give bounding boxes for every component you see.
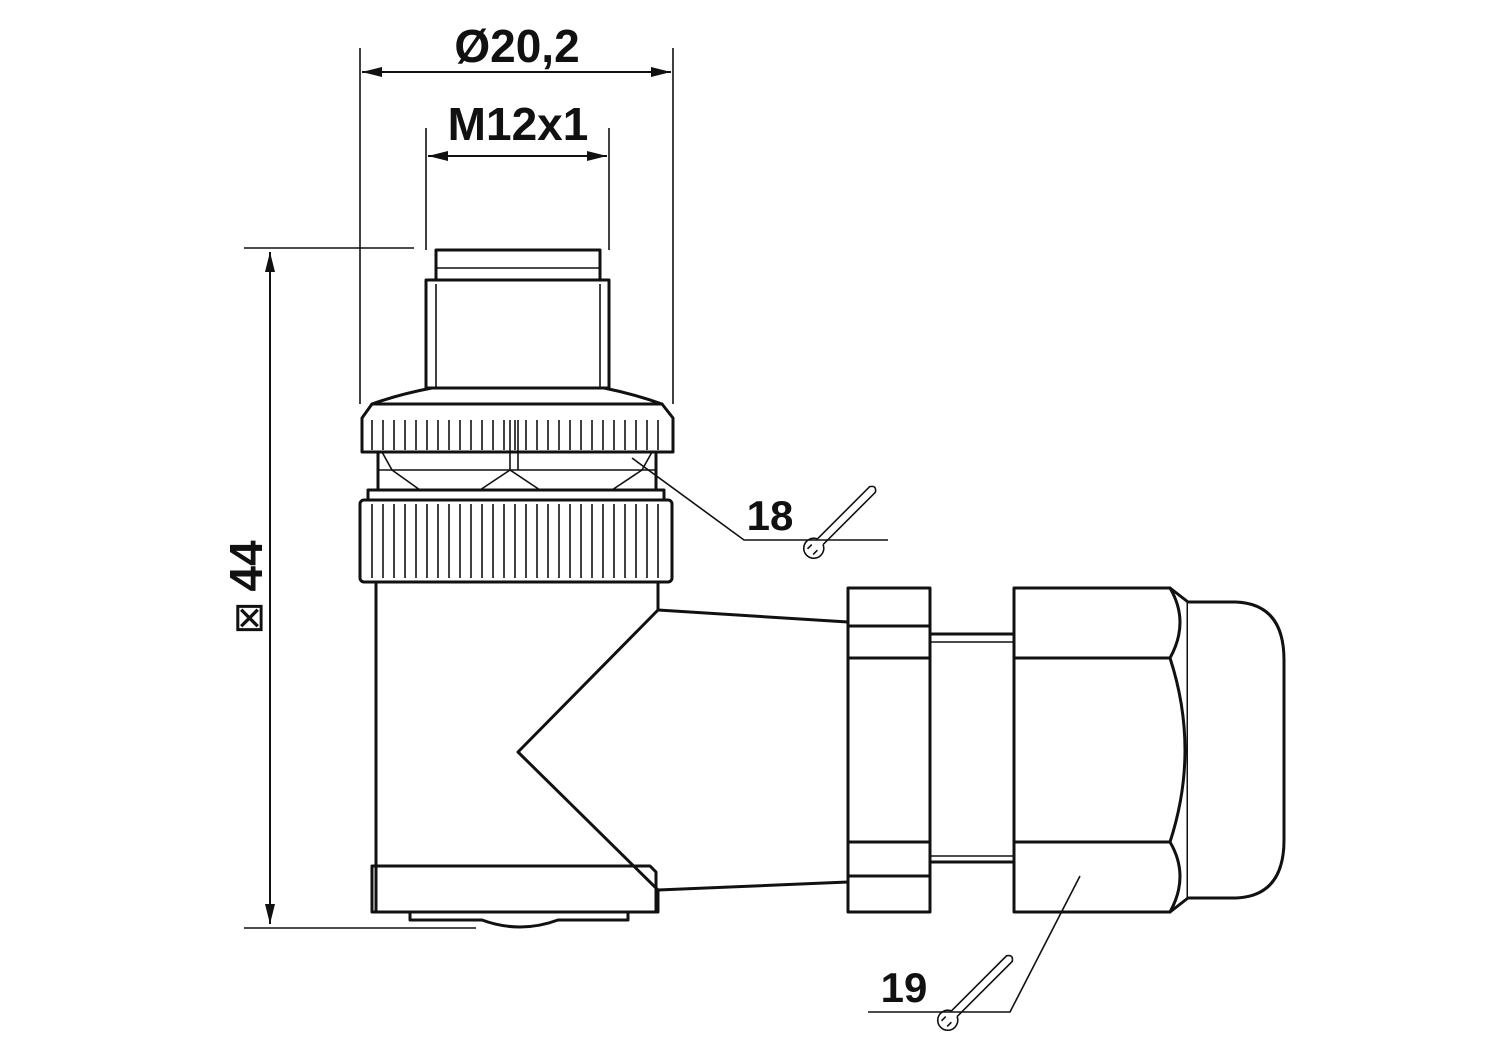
diameter-dimension: Ø20,2	[359, 20, 674, 404]
height-label: 44	[220, 540, 272, 592]
callout-19-label: 19	[881, 964, 928, 1011]
knurled-ring	[358, 488, 674, 584]
callout-18-label: 18	[747, 492, 794, 539]
diameter-label: Ø20,2	[454, 20, 579, 72]
knurl-top	[371, 420, 659, 450]
knurl-middle	[371, 504, 659, 578]
callout-18: 18	[631, 457, 888, 559]
angled-body	[370, 580, 850, 929]
gland-neck	[928, 632, 1016, 864]
height-symbol: ⊠	[227, 601, 271, 635]
wrench-icon	[803, 485, 877, 559]
hex-nut	[376, 420, 658, 492]
height-dimension: ⊠ 44	[220, 247, 476, 929]
callout-19: 19	[868, 875, 1081, 1031]
thread-label: M12x1	[448, 98, 589, 150]
thread-dimension: M12x1	[425, 98, 610, 250]
plug-pin	[370, 248, 664, 406]
gland-hex-1	[846, 586, 932, 914]
wrench-icon	[937, 954, 1014, 1031]
gland-sealing-cap	[1188, 600, 1286, 900]
gland-hex-2	[1012, 586, 1190, 914]
